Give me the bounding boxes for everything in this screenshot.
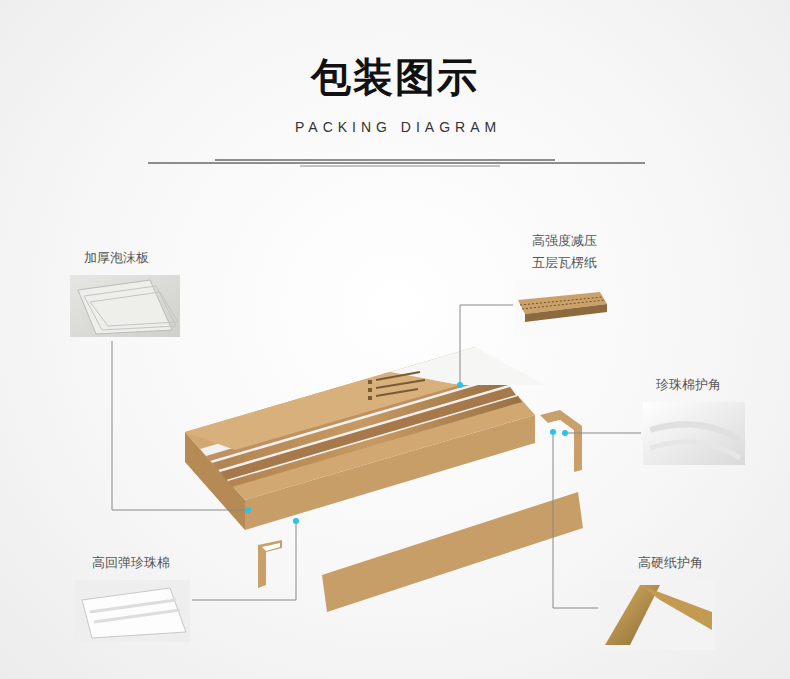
leader-dots (245, 382, 568, 524)
diagram-subtitle: PACKING DIAGRAM (295, 119, 501, 135)
diagram-title: 包装图示 (311, 50, 479, 105)
paper-corner-photo (600, 580, 715, 650)
pearl-cotton-corner-photo (643, 402, 745, 465)
part-label: 高硬纸护角 (638, 552, 703, 574)
foam-board-photo (70, 275, 180, 337)
packing-box (185, 347, 583, 612)
corrugated-paper-photo (515, 280, 610, 335)
pearl-cotton-photo (75, 580, 190, 642)
leader-lines (112, 305, 641, 608)
part-label: 珍珠棉护角 (656, 374, 721, 396)
part-label: 高回弹珍珠棉 (92, 552, 170, 574)
header-rules (148, 160, 645, 166)
part-label: 高强度减压 五层瓦楞纸 (532, 230, 604, 274)
part-label: 加厚泡沫板 (84, 247, 149, 269)
